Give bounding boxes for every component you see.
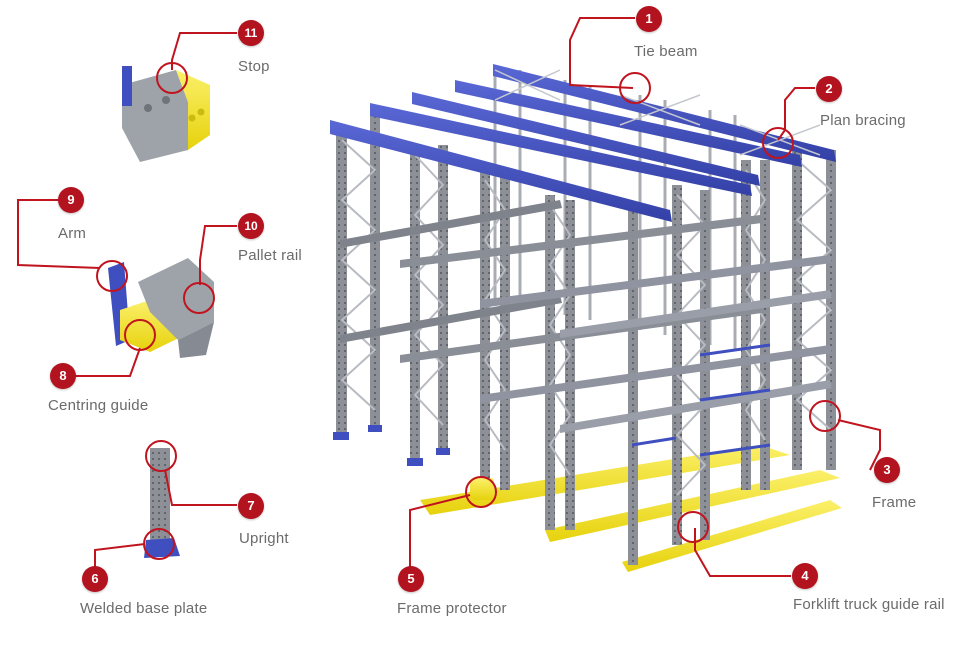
tie-beams xyxy=(330,64,836,222)
label-welded-base-plate: Welded base plate xyxy=(80,600,208,617)
label-forklift-guide-rail: Forklift truck guide rail xyxy=(793,596,945,613)
frame-protector xyxy=(470,478,494,500)
label-tie-beam: Tie beam xyxy=(634,43,698,60)
pallet-rails xyxy=(340,200,832,433)
callout-badge-5: 5 xyxy=(398,566,424,592)
stop-detail-illustration xyxy=(122,66,210,162)
callout-badge-10: 10 xyxy=(238,213,264,239)
callout-badge-4: 4 xyxy=(792,563,818,589)
label-pallet-rail: Pallet rail xyxy=(238,247,302,264)
base-plates xyxy=(333,425,450,466)
callout-lines xyxy=(17,17,881,578)
label-stop: Stop xyxy=(238,58,270,75)
arm-rail-detail-illustration xyxy=(108,258,214,358)
label-arm: Arm xyxy=(58,225,87,242)
callout-badge-7: 7 xyxy=(238,493,264,519)
label-frame-protector: Frame protector xyxy=(397,600,507,617)
plan-bracing xyxy=(494,69,821,156)
label-frame: Frame xyxy=(872,494,917,511)
callout-badge-11: 11 xyxy=(238,20,264,46)
side-frames xyxy=(336,112,836,565)
label-upright: Upright xyxy=(239,530,289,547)
callout-badge-2: 2 xyxy=(816,76,842,102)
callout-badge-8: 8 xyxy=(50,363,76,389)
label-centring-guide: Centring guide xyxy=(48,397,149,414)
callout-badge-6: 6 xyxy=(82,566,108,592)
label-plan-bracing: Plan bracing xyxy=(820,112,906,129)
callout-badge-1: 1 xyxy=(636,6,662,32)
rack-structure xyxy=(330,64,842,572)
callout-badge-9: 9 xyxy=(58,187,84,213)
rail-arms xyxy=(631,343,771,457)
callout-badge-3: 3 xyxy=(874,457,900,483)
